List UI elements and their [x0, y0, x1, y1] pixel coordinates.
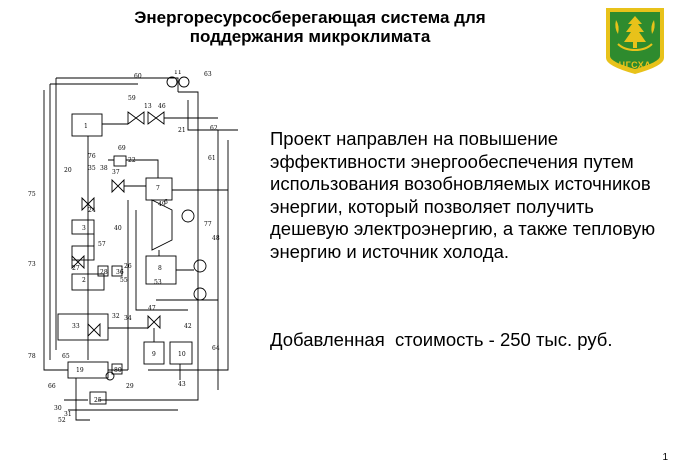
logo-text: ЧГСХА [618, 60, 652, 70]
svg-text:63: 63 [204, 71, 212, 78]
svg-text:38: 38 [100, 165, 108, 172]
svg-text:22: 22 [128, 157, 136, 164]
svg-text:57: 57 [98, 241, 106, 248]
university-logo: ЧГСХА [604, 6, 666, 76]
added-value-text: Добавленная стоимость - 250 тыс. руб. [270, 329, 613, 350]
svg-text:19: 19 [76, 367, 84, 374]
svg-text:43: 43 [178, 381, 186, 388]
svg-text:47: 47 [148, 305, 156, 312]
svg-text:65: 65 [62, 353, 70, 360]
svg-text:9: 9 [152, 351, 156, 358]
svg-text:34: 34 [124, 315, 132, 322]
svg-text:48: 48 [212, 235, 220, 242]
svg-text:13: 13 [144, 103, 152, 110]
svg-text:11: 11 [174, 70, 182, 76]
svg-text:7: 7 [156, 185, 160, 192]
svg-text:37: 37 [112, 169, 120, 176]
svg-text:40: 40 [114, 225, 122, 232]
svg-text:1: 1 [84, 123, 88, 130]
svg-text:28: 28 [100, 269, 108, 276]
svg-text:62: 62 [210, 125, 218, 132]
svg-text:59: 59 [128, 95, 136, 102]
svg-text:30: 30 [54, 405, 62, 412]
svg-text:27: 27 [72, 265, 80, 272]
svg-text:77: 77 [204, 221, 212, 228]
svg-text:36: 36 [116, 269, 124, 276]
svg-text:31: 31 [64, 411, 72, 418]
svg-text:76: 76 [88, 153, 96, 160]
svg-text:29: 29 [126, 383, 134, 390]
title-line-2: поддержания микроклимата [189, 27, 431, 46]
svg-text:20: 20 [64, 167, 72, 174]
svg-text:33: 33 [72, 323, 80, 330]
svg-text:73: 73 [28, 261, 36, 268]
svg-text:78: 78 [28, 353, 36, 360]
svg-text:26: 26 [124, 263, 132, 270]
svg-text:75: 75 [28, 191, 36, 198]
project-description: Проект направлен на повышение эффективно… [270, 128, 656, 262]
svg-text:2: 2 [82, 277, 86, 284]
svg-text:10: 10 [178, 351, 186, 358]
slide-title: Энергоресурсосберегающая система для под… [60, 8, 560, 46]
svg-text:8: 8 [158, 265, 162, 272]
svg-text:21: 21 [178, 127, 186, 134]
svg-text:32: 32 [112, 313, 120, 320]
svg-text:53: 53 [154, 279, 162, 286]
svg-text:49: 49 [158, 201, 166, 208]
svg-text:3: 3 [82, 225, 86, 232]
svg-text:66: 66 [48, 383, 56, 390]
svg-text:42: 42 [184, 323, 192, 330]
logo-emblem-icon [606, 8, 664, 74]
svg-text:52: 52 [58, 417, 66, 424]
svg-text:55: 55 [120, 277, 128, 284]
svg-text:80: 80 [114, 367, 122, 374]
svg-text:25: 25 [94, 397, 102, 404]
svg-text:69: 69 [118, 145, 126, 152]
svg-text:6: 6 [164, 199, 168, 206]
svg-text:64: 64 [212, 345, 220, 352]
svg-text:46: 46 [158, 103, 166, 110]
page-number: 1 [662, 452, 668, 463]
svg-text:61: 61 [208, 155, 216, 162]
svg-text:35: 35 [88, 165, 96, 172]
svg-text:24: 24 [88, 207, 96, 214]
svg-text:60: 60 [134, 73, 142, 80]
title-line-1: Энергоресурсосберегающая система для [134, 8, 486, 27]
